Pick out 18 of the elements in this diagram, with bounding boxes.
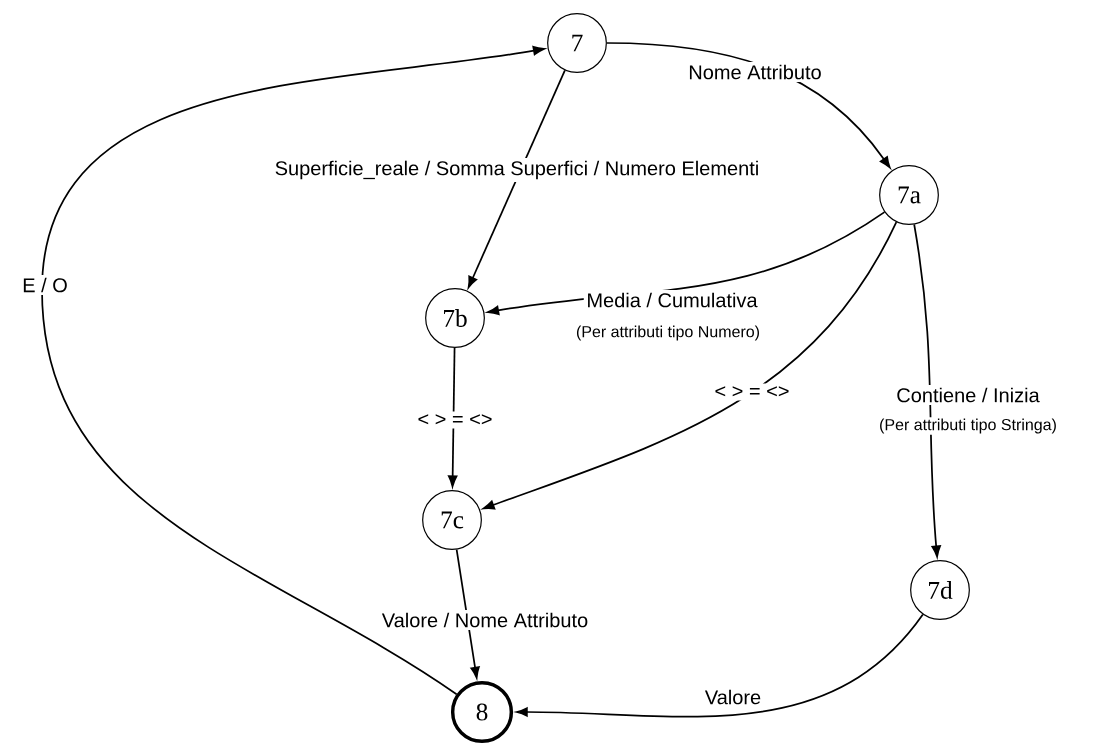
edge-label: Valore / Nome Attributo [379,610,591,630]
note-text: (Per attributi tipo Numero) [574,324,762,342]
arrow [41,45,545,696]
edge-label: Media / Cumulativa [583,290,761,310]
arrow [482,221,898,510]
arrow [515,613,924,718]
arrow [447,347,458,488]
edge-label: Contiene / Inizia [893,385,1043,405]
arrow [913,223,941,558]
arrow [467,69,566,289]
edge-label: < > = <> [711,383,793,401]
edge-label: Valore [702,687,764,707]
edge-label: < > = <> [414,411,496,429]
note-text: (Per attributi tipo Stringa) [877,417,1059,435]
edge-label: Superficie_reale / Somma Superfici / Numero Elementi [272,158,762,182]
arrow [455,548,480,679]
edge-label: E / O [19,275,71,295]
edge-label: Nome Attributo [685,62,825,82]
